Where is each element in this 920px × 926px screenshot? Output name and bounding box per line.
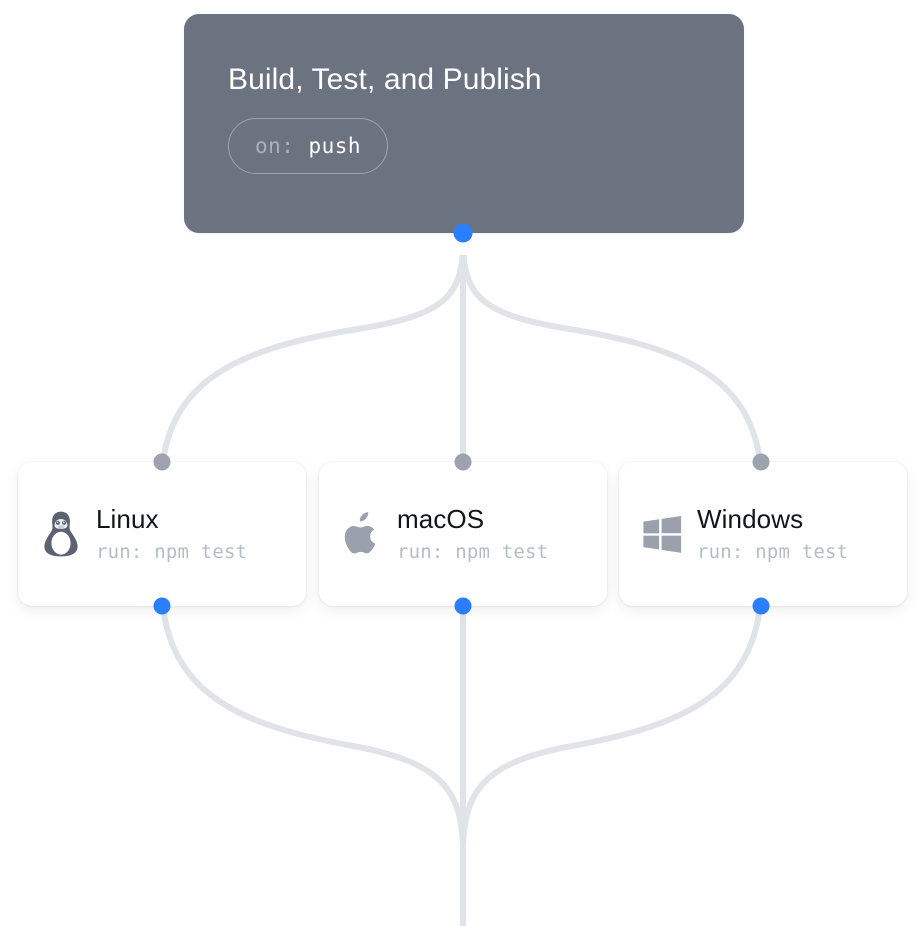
job-command-linux: run: npm test bbox=[96, 541, 248, 563]
apple-icon bbox=[341, 510, 383, 558]
windows-icon bbox=[641, 510, 683, 558]
edge-windows-to-join bbox=[460, 597, 764, 855]
trigger-title: Build, Test, and Publish bbox=[228, 63, 542, 96]
job-input-port-windows[interactable] bbox=[752, 453, 770, 471]
edge-trigger-to-windows bbox=[460, 240, 764, 471]
trigger-node[interactable]: Build, Test, and Publish on: push bbox=[184, 14, 744, 233]
trigger-event-key: on: bbox=[255, 134, 295, 158]
job-card-linux[interactable]: Linux run: npm test bbox=[18, 453, 306, 615]
job-name-windows: Windows bbox=[697, 504, 804, 534]
job-input-port-linux[interactable] bbox=[153, 453, 171, 471]
edge-trigger-to-linux bbox=[159, 240, 466, 471]
job-text-linux: Linux run: npm test bbox=[96, 504, 247, 564]
trigger-event-pill[interactable]: on: push bbox=[228, 118, 389, 174]
penguin-icon bbox=[40, 510, 82, 558]
job-output-port-macos[interactable] bbox=[454, 597, 472, 615]
job-input-port-macos[interactable] bbox=[454, 453, 472, 471]
job-output-port-linux[interactable] bbox=[153, 597, 171, 615]
trigger-event-value: push bbox=[308, 134, 362, 158]
edge-linux-to-join bbox=[159, 597, 466, 855]
job-command-macos: run: npm test bbox=[397, 541, 549, 563]
job-text-windows: Windows run: npm test bbox=[697, 504, 848, 564]
job-output-port-windows[interactable] bbox=[752, 597, 770, 615]
trigger-output-port[interactable] bbox=[453, 223, 473, 243]
job-name-linux: Linux bbox=[96, 504, 159, 534]
job-command-windows: run: npm test bbox=[697, 541, 849, 563]
job-text-macos: macOS run: npm test bbox=[397, 504, 548, 564]
job-name-macos: macOS bbox=[397, 504, 485, 534]
job-card-macos[interactable]: macOS run: npm test bbox=[319, 453, 607, 615]
job-card-windows[interactable]: Windows run: npm test bbox=[619, 453, 907, 615]
